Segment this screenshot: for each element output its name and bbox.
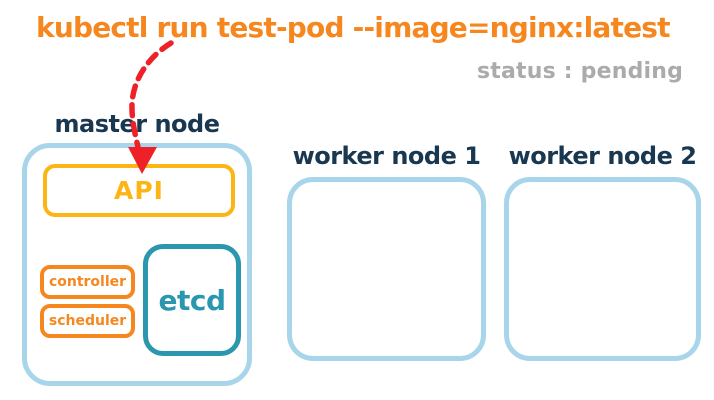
scheduler-box: scheduler	[40, 304, 135, 338]
worker-node-1-box	[287, 177, 486, 361]
master-node-box: API controller scheduler etcd	[22, 143, 252, 386]
worker-node-2-box	[504, 177, 701, 361]
scheduler-label: scheduler	[48, 313, 127, 329]
api-server-label: API	[114, 176, 164, 205]
etcd-box: etcd	[143, 244, 241, 356]
api-server-box: API	[43, 164, 235, 217]
kubectl-command-text: kubectl run test-pod --image=nginx:lates…	[36, 11, 671, 44]
pod-status-text: status : pending	[477, 59, 684, 84]
etcd-label: etcd	[158, 283, 226, 317]
controller-box: controller	[40, 265, 135, 299]
controller-label: controller	[48, 274, 127, 290]
worker-node-1-label: worker node 1	[292, 142, 481, 170]
master-node-label: master node	[54, 110, 220, 138]
worker-node-2-label: worker node 2	[508, 142, 697, 170]
